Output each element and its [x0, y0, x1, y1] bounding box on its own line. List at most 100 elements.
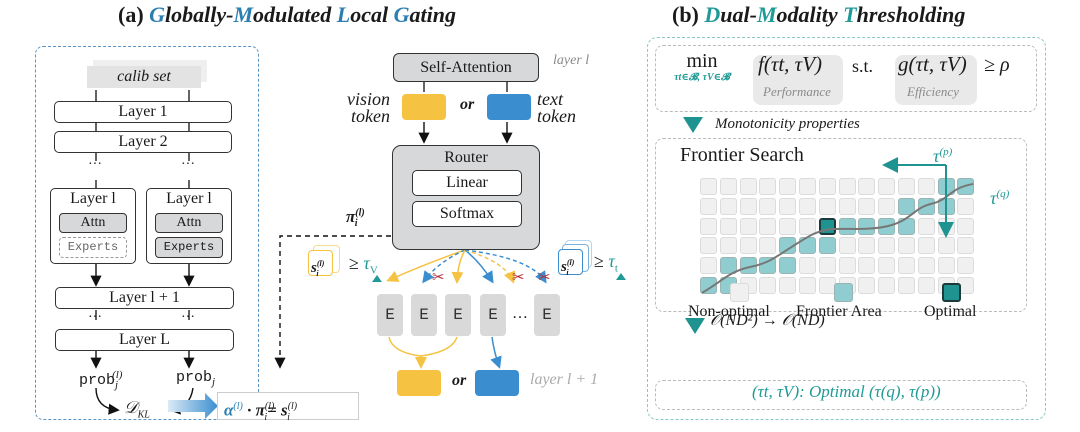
- grid-cell-non-optimal: [719, 217, 737, 235]
- grid-cell-non-optimal: [838, 178, 856, 195]
- next-vision-token: [397, 370, 441, 396]
- grid-cell-non-optimal: [898, 277, 915, 294]
- grid-cell-non-optimal: [818, 257, 836, 275]
- expert-n: E: [534, 294, 560, 336]
- grid-cell-non-optimal: [878, 277, 896, 294]
- tau-p-label: τ(p): [933, 146, 953, 166]
- grid-cell-non-optimal: [917, 257, 935, 275]
- grid-cell-non-optimal: [739, 237, 757, 255]
- panel-b-title: (b) Dual-Modality Thresholding: [672, 2, 965, 28]
- grid-cell-non-optimal: [957, 237, 975, 255]
- experts-block: Experts: [155, 237, 223, 258]
- expert-2: E: [411, 294, 437, 336]
- route-vision-2: [451, 249, 466, 284]
- scissors-icon: ✂: [512, 270, 525, 286]
- title-text: ating: [409, 2, 456, 27]
- title-accent-letter: M: [756, 2, 777, 27]
- vision-score: s(l)i: [308, 250, 333, 278]
- search-direction-arrows: [882, 157, 954, 238]
- frontier-search-title: Frontier Search: [680, 144, 804, 166]
- route-text-pruned-2: [464, 249, 547, 284]
- attn-block-right: Attn: [155, 213, 223, 233]
- layer-L: Layer L: [55, 329, 234, 351]
- layer-l-plus-1-tag: layer l + 1: [530, 371, 599, 388]
- vision-threshold: ≥ τV: [349, 253, 378, 277]
- grid-cell-non-optimal: [799, 277, 816, 294]
- text-threshold: ≥ τt: [594, 251, 618, 275]
- grid-cell-non-optimal: [759, 237, 777, 255]
- title-accent-letter: T: [843, 2, 857, 27]
- legend-swatch-optimal: [942, 283, 961, 302]
- grid-cell-non-optimal: [878, 237, 896, 255]
- title-accent-letter: L: [336, 2, 351, 27]
- layer-2: Layer 2: [54, 131, 232, 153]
- grid-cell-non-optimal: [739, 217, 757, 235]
- legend-label-non-optimal: Non-optimal: [688, 303, 770, 320]
- performance-pill: [753, 55, 843, 105]
- grid-cell-frontier: [759, 257, 777, 275]
- objective-min: min τt∈𝓑, τV∈𝓑: [674, 50, 730, 83]
- layer-1: Layer 1: [54, 101, 232, 123]
- expert-4: E: [480, 294, 506, 336]
- grid-cell-non-optimal: [759, 217, 777, 235]
- grid-cell-non-optimal: [858, 257, 876, 275]
- grid-cell-non-optimal: [898, 178, 915, 195]
- softmax-layer: Softmax: [412, 201, 522, 227]
- title-accent-letter: D: [704, 2, 721, 27]
- title-accent-letter: M: [233, 2, 254, 27]
- title-text: hresholding: [856, 2, 966, 27]
- grid-cell-non-optimal: [838, 237, 856, 255]
- ellipsis-right: ···: [181, 157, 195, 172]
- grid-cell-non-optimal: [818, 197, 836, 215]
- grid-cell-frontier: [898, 197, 915, 215]
- grid-cell-frontier: [838, 217, 856, 235]
- title-text: ual-: [720, 2, 757, 27]
- title-text: odality: [776, 2, 844, 27]
- legend-label-frontier: Frontier Area: [796, 303, 882, 320]
- title-accent-letter: G: [393, 2, 410, 27]
- performance-expr: f(τt, τV): [758, 52, 823, 76]
- monotonicity-label: Monotonicity properties: [715, 116, 860, 132]
- grid-cell-non-optimal: [858, 197, 876, 215]
- experts-block-skipped: Experts: [59, 237, 127, 258]
- grid-cell-frontier: [779, 257, 797, 275]
- grid-cell-non-optimal: [779, 217, 797, 235]
- legend-label-optimal: Optimal: [924, 303, 977, 320]
- next-or-label: or: [452, 372, 467, 389]
- grid-cell-non-optimal: [759, 197, 777, 215]
- efficiency-expr: g(τt, τV): [898, 52, 967, 76]
- text-token: [487, 94, 531, 120]
- grid-cell-non-optimal: [937, 257, 955, 275]
- efficiency-caption: Efficiency: [907, 84, 959, 99]
- kl-to-formula-arrow: [168, 393, 218, 419]
- prob-full: probj: [176, 369, 216, 388]
- grid-cell-non-optimal: [878, 197, 896, 215]
- expert-ellipsis: …: [512, 305, 528, 322]
- grid-cell-non-optimal: [858, 178, 876, 195]
- route-vision-1: [386, 249, 466, 282]
- grid-cell-frontier: [700, 277, 717, 294]
- grid-cell-non-optimal: [700, 178, 717, 195]
- ellipsis-left-2: ···: [88, 310, 102, 325]
- grid-cell-non-optimal: [700, 197, 717, 215]
- grid-cell-non-optimal: [838, 257, 856, 275]
- grid-cell-non-optimal: [818, 178, 836, 195]
- grid-cell-non-optimal: [878, 178, 896, 195]
- route-text-1: [464, 249, 494, 284]
- result-box: [655, 380, 1027, 410]
- grid-cell-non-optimal: [779, 277, 797, 294]
- text-threshold-marker-icon: [616, 273, 626, 280]
- grid-cell-non-optimal: [779, 197, 797, 215]
- thresholding-panel: [647, 37, 1046, 420]
- attn-block-left: Attn: [59, 213, 127, 233]
- subject-to: s.t.: [852, 56, 874, 76]
- down-triangle-icon: [683, 117, 703, 133]
- tau-q-label: τ(q): [990, 188, 1010, 208]
- next-text-token: [475, 370, 519, 396]
- grid-cell-non-optimal: [719, 197, 737, 215]
- or-label: or: [460, 96, 475, 113]
- legend-swatch-non-optimal: [730, 283, 749, 302]
- grid-cell-non-optimal: [719, 178, 737, 195]
- layer-l-tag: layer l: [553, 53, 590, 68]
